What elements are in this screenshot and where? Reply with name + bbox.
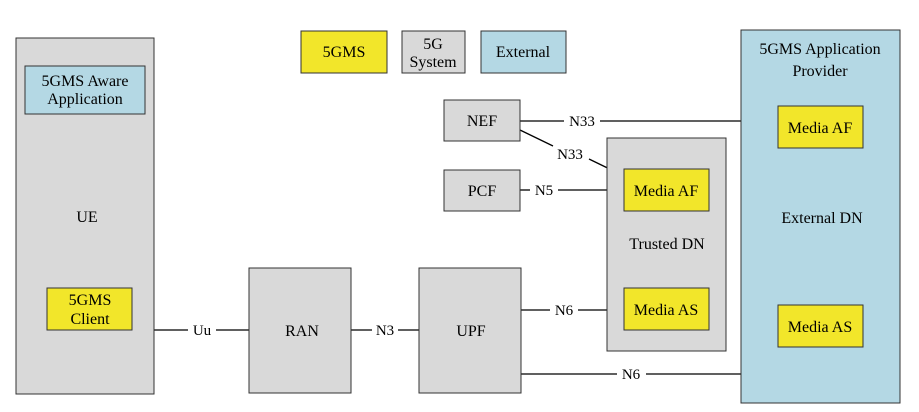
5gms-aware-application-box — [24, 65, 146, 115]
n33-trusted-interface-label: N33 — [557, 147, 583, 163]
external-media-as-box — [777, 304, 864, 348]
application-provider-container: 5GMS Application Provider External DN Me… — [740, 29, 901, 404]
external-media-af-label: Media AF — [788, 120, 853, 137]
external-media-af-box — [777, 105, 864, 149]
uu-interface-label: Uu — [193, 323, 212, 339]
5gms-aware-application-label-line2: Application — [47, 91, 123, 108]
nef-label: NEF — [467, 113, 497, 130]
trusted-media-af-box — [623, 168, 710, 212]
external-dn-label: External DN — [781, 210, 863, 227]
trusted-media-as-box — [623, 287, 710, 331]
n6-external-interface-label: N6 — [622, 367, 641, 383]
external-media-as-label: Media AS — [788, 319, 852, 336]
legend-external-box — [480, 30, 567, 74]
5gms-client-box — [46, 287, 133, 331]
upf-box — [418, 267, 522, 394]
legend: 5GMS 5G System External — [300, 30, 567, 74]
5gms-client-label-line1: 5GMS — [69, 292, 112, 309]
ran-label: RAN — [285, 323, 319, 340]
trusted-dn-title: Trusted DN — [629, 236, 705, 253]
5gms-aware-application-label-line1: 5GMS Aware — [42, 73, 129, 90]
5gms-client-label-line2: Client — [70, 311, 110, 328]
pcf-label: PCF — [468, 183, 497, 200]
trusted-media-as-label: Media AS — [634, 302, 698, 319]
ue-container: UE 5GMS Aware Application 5GMS Client — [15, 37, 155, 395]
legend-5gms-label: 5GMS — [323, 44, 366, 61]
nef-box — [443, 99, 521, 142]
pcf-box — [443, 169, 521, 212]
trusted-dn-container: Trusted DN Media AF Media AS — [606, 137, 727, 352]
legend-external-label: External — [496, 44, 551, 61]
n33-trusted-line-upper — [519, 129, 554, 147]
legend-5g-system-box — [401, 30, 466, 74]
legend-5g-system-label-line1: 5G — [423, 36, 443, 53]
application-provider-title-line2: Provider — [792, 63, 848, 80]
legend-5g-system-label-line2: System — [409, 54, 457, 71]
upf-label: UPF — [456, 323, 485, 340]
n5-interface-label: N5 — [535, 183, 553, 199]
n3-interface-label: N3 — [376, 323, 394, 339]
ran-box — [248, 267, 352, 394]
application-provider-title-line1: 5GMS Application — [759, 41, 880, 58]
legend-5gms-box — [300, 30, 388, 74]
trusted-media-af-label: Media AF — [634, 183, 699, 200]
interface-labels: Uu N3 N6 N6 N33 N33 N5 — [193, 114, 641, 383]
n33-external-interface-label: N33 — [569, 114, 595, 130]
n6-trusted-interface-label: N6 — [555, 303, 574, 319]
ue-title: UE — [76, 209, 97, 226]
